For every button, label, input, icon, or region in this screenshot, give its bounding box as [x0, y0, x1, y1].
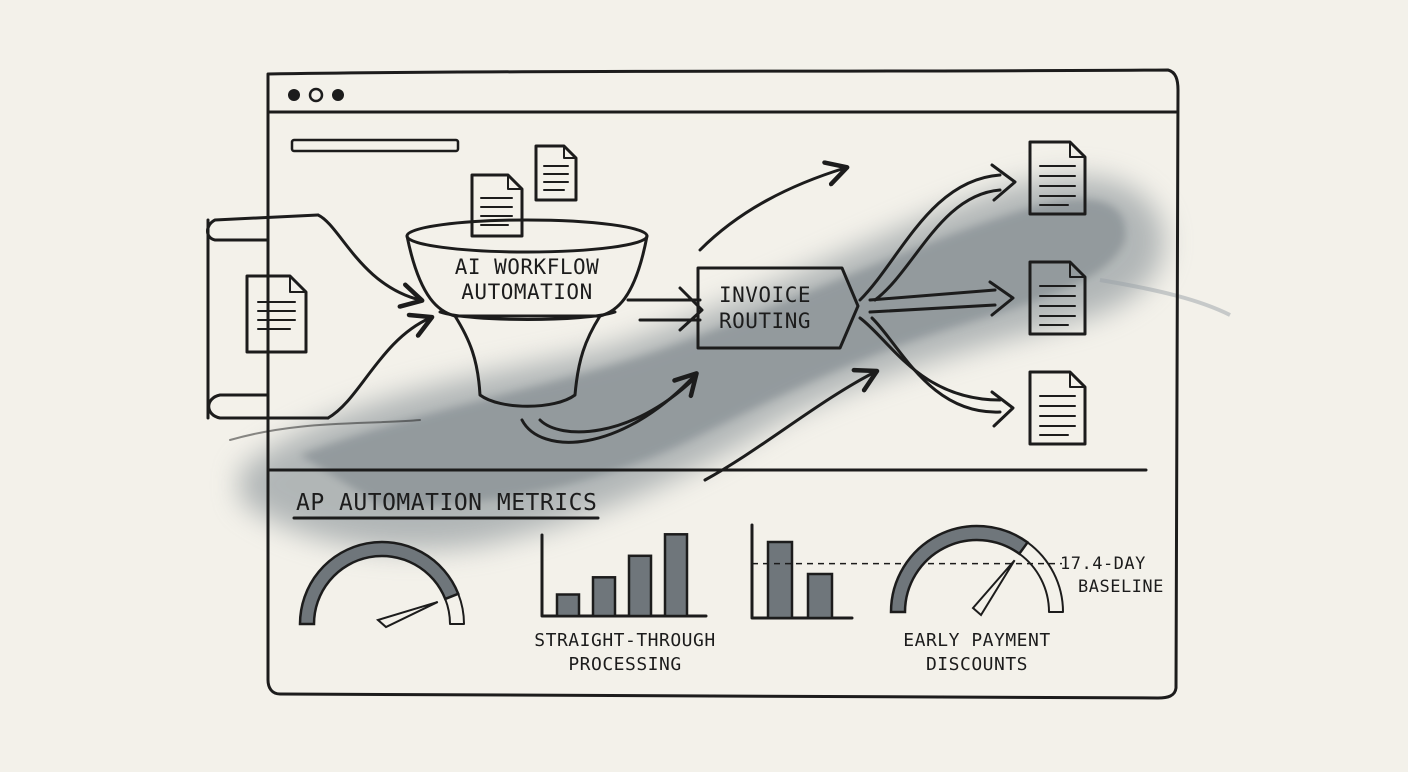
routing-box: INVOICE ROUTING: [696, 266, 860, 350]
routing-label-line2: ROUTING: [719, 309, 811, 333]
stp-chart: STRAIGHT-THROUGH PROCESSING: [534, 533, 715, 675]
gauge-right: [889, 524, 1064, 617]
gauge-left: [298, 540, 465, 629]
stp-bar: [627, 554, 653, 618]
document-icon: [470, 173, 524, 238]
early-payment-label-line2: DISCOUNTS: [926, 654, 1028, 675]
watercolor-wash: [229, 176, 1231, 550]
document-icon: [534, 144, 578, 202]
document-icon: [1028, 370, 1087, 446]
stp-bar: [591, 576, 617, 618]
cycle-chart: 17.4-DAY BASELINE: [750, 523, 1164, 620]
metrics-heading: AP AUTOMATION METRICS: [296, 490, 597, 516]
funnel-label-line2: AUTOMATION: [461, 280, 592, 304]
funnel-label-line1: AI WORKFLOW: [455, 255, 600, 279]
window-dot-icon: [288, 89, 300, 101]
stp-bar: [555, 593, 581, 618]
stp-label-line2: PROCESSING: [568, 654, 681, 675]
baseline-label-line2: BASELINE: [1078, 577, 1164, 597]
stp-bar: [663, 533, 689, 618]
cycle-bar: [766, 540, 794, 620]
funnel: AI WORKFLOW AUTOMATION: [405, 218, 649, 408]
cycle-bar: [806, 572, 834, 620]
metrics-section: AP AUTOMATION METRICS: [292, 490, 600, 520]
funnel-output-arrows: [520, 160, 880, 482]
stp-label-line1: STRAIGHT-THROUGH: [534, 630, 715, 651]
routing-label-line1: INVOICE: [719, 283, 811, 307]
document-icon: [245, 274, 308, 354]
document-icon: [1028, 260, 1087, 336]
gauge-needle: [971, 559, 1016, 617]
early-payment-label-line1: EARLY PAYMENT: [903, 630, 1050, 651]
document-icon: [1028, 140, 1087, 216]
browser-window: [266, 68, 1180, 700]
gauge-track: [444, 592, 465, 625]
input-loops: [206, 213, 435, 420]
baseline-label-line1: 17.4-DAY: [1060, 554, 1146, 574]
window-dot-icon: [332, 89, 344, 101]
stp-bars: [555, 533, 689, 618]
gauge-track: [1018, 541, 1064, 613]
gauge-needle: [375, 600, 439, 629]
cycle-bars: [766, 540, 834, 620]
window-dot-icon: [308, 87, 324, 103]
gauge-fill: [298, 540, 460, 626]
address-bar: [290, 138, 460, 153]
routing-output-arrows: [858, 163, 1017, 428]
